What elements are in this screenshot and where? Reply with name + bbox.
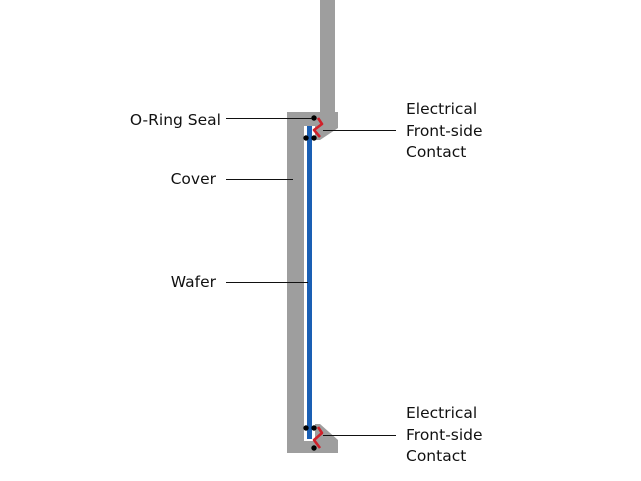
holder-shaft [320,0,335,114]
top-electrical-contact [312,117,324,138]
o-ring-dot [311,425,317,431]
label-contact-bottom-line2: Front-side [406,425,483,444]
o-ring-dot [303,135,309,141]
o-ring-dot [311,135,317,141]
label-contact-bottom-line3: Contact [406,447,467,465]
label-contact-bottom-line1: Electrical [406,404,478,422]
label-o-ring-seal: O-Ring Seal [129,111,221,129]
o-ring-dot [311,445,317,451]
o-ring-dot [303,425,309,431]
label-contact-top-line2: Front-side [406,121,483,140]
label-contact-bottom: Electrical Front-side Contact [406,403,483,468]
label-cover: Cover [170,170,216,188]
wafer-strip [307,126,312,439]
label-contact-top-line1: Electrical [406,100,478,118]
o-ring-dot [311,115,317,121]
label-contact-top-line3: Contact [406,143,467,161]
bottom-electrical-contact [312,426,324,449]
label-contact-top: Electrical Front-side Contact [406,99,483,164]
label-wafer: Wafer [170,273,216,291]
